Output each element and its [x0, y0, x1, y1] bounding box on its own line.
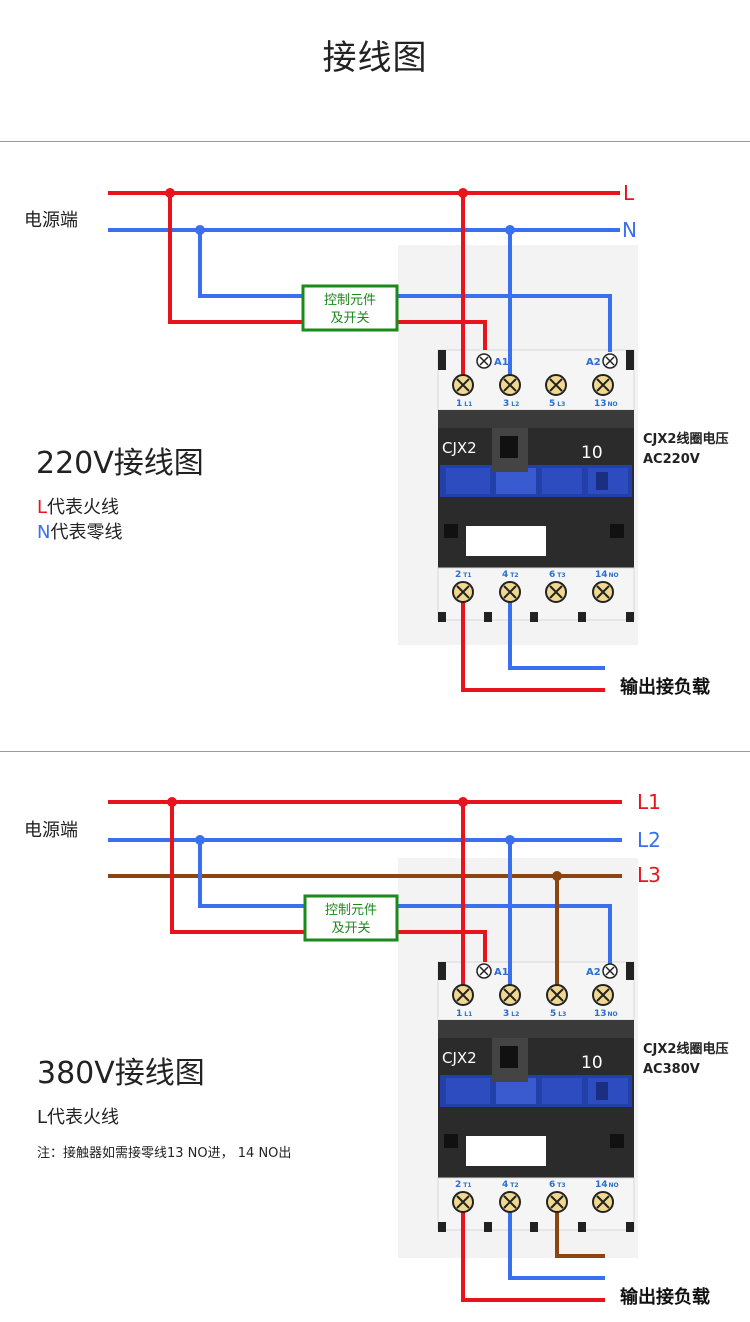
rating-label: 10 [581, 1053, 603, 1073]
nameplate [466, 1136, 546, 1166]
control-neutral-wire [198, 230, 612, 352]
svg-text:A1: A1 [494, 967, 509, 978]
line-label-L: L [623, 181, 635, 205]
svg-text:13NO: 13NO [594, 399, 618, 409]
page-title: 接线图 [322, 38, 428, 78]
control-switch-box [301, 284, 399, 332]
svg-text:1L1: 1L1 [456, 399, 472, 409]
model-label: CJX2 [442, 1049, 477, 1067]
legend-neutral: N代表零线 [37, 522, 123, 543]
line-label-L3: L3 [637, 863, 661, 887]
line-label-L1: L1 [637, 790, 661, 814]
svg-text:5L3: 5L3 [549, 399, 565, 409]
svg-text:14NO: 14NO [595, 570, 619, 580]
control-box-line1: 控制元件 [324, 293, 376, 308]
output-wire-T2 [508, 1202, 605, 1280]
output-wire-T3 [555, 1202, 605, 1258]
power-source-label: 电源端 [24, 210, 78, 231]
svg-text:1L1: 1L1 [456, 1009, 472, 1019]
model-label: CJX2 [442, 439, 477, 457]
svg-text:3L2: 3L2 [503, 1009, 519, 1019]
legend-live: L代表火线 [37, 497, 120, 518]
svg-text:5L3: 5L3 [550, 1009, 566, 1019]
svg-text:14NO: 14NO [595, 1180, 619, 1190]
heading-380v: 380V接线图 [37, 1056, 205, 1091]
output-wire-T1 [461, 592, 605, 692]
heading-220v: 220V接线图 [36, 446, 204, 481]
power-source-label: 电源端 [24, 820, 78, 841]
svg-text:及开关: 及开关 [331, 921, 370, 936]
output-wire-T1 [461, 1202, 605, 1302]
svg-text:2T1: 2T1 [455, 1180, 472, 1190]
legend-live: L代表火线 [37, 1107, 120, 1128]
svg-text:4T2: 4T2 [502, 570, 519, 580]
svg-text:A2: A2 [586, 967, 601, 978]
svg-text:控制元件: 控制元件 [325, 903, 377, 918]
output-load-label: 输出接负载 [620, 1287, 710, 1308]
rating-label: 10 [581, 443, 603, 463]
divider [0, 751, 750, 752]
line-label-N: N [622, 218, 637, 242]
svg-text:6T3: 6T3 [549, 1180, 566, 1190]
control-switch-box [303, 894, 399, 942]
svg-text:2T1: 2T1 [455, 570, 472, 580]
svg-text:3L2: 3L2 [503, 399, 519, 409]
svg-text:4T2: 4T2 [502, 1180, 519, 1190]
control-box-line2: 及开关 [330, 311, 369, 326]
wiring-note: 注：接触器如需接零线13 NO进， 14 NO出 [37, 1146, 292, 1161]
line-label-L2: L2 [637, 828, 661, 852]
wiring-diagram-220v: CJX2 10 控制元件 及开关 A1 A2 [108, 188, 638, 692]
svg-text:6T3: 6T3 [549, 570, 566, 580]
output-load-label: 输出接负载 [620, 677, 710, 698]
nameplate [466, 526, 546, 556]
output-wire-T2 [508, 592, 605, 670]
svg-text:A2: A2 [586, 357, 601, 368]
divider [0, 141, 750, 142]
control-phase2-wire [198, 840, 612, 964]
svg-text:13NO: 13NO [594, 1009, 618, 1019]
svg-text:A1: A1 [494, 357, 509, 368]
